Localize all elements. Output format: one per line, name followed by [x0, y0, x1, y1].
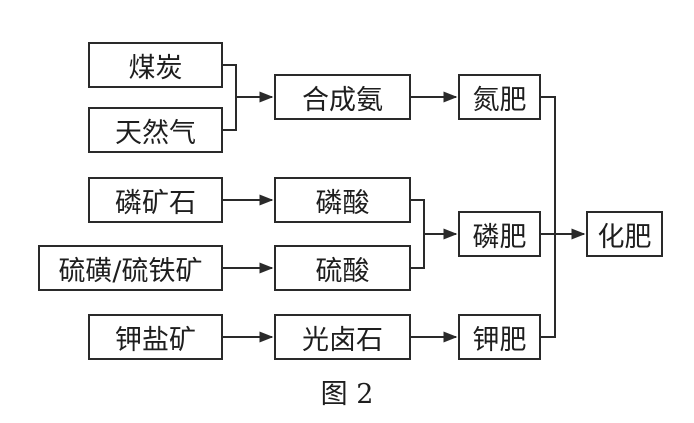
- node-phosphoric-acid: 磷酸: [274, 177, 411, 223]
- node-sulfuric-acid: 硫酸: [274, 245, 411, 291]
- node-natural-gas: 天然气: [88, 107, 223, 153]
- edge-coal-merge: [223, 64, 237, 131]
- figure-caption: 图 2: [320, 379, 374, 410]
- node-ammonia: 合成氨: [274, 74, 411, 120]
- node-sulfur-pyrite: 硫磺/硫铁矿: [38, 245, 223, 291]
- node-potash-ore: 钾盐矿: [88, 314, 223, 360]
- node-fertilizer: 化肥: [586, 211, 663, 257]
- node-phosphate-fertilizer: 磷肥: [458, 211, 541, 257]
- node-potash-fertilizer: 钾肥: [458, 314, 541, 360]
- node-phosphate-rock: 磷矿石: [88, 177, 223, 223]
- edge-fertilizers-merge: [541, 96, 556, 338]
- node-bittern: 光卤石: [274, 314, 411, 360]
- node-coal: 煤炭: [88, 42, 223, 88]
- node-nitrogen-fertilizer: 氮肥: [458, 74, 541, 120]
- edge-acids-merge: [411, 199, 425, 269]
